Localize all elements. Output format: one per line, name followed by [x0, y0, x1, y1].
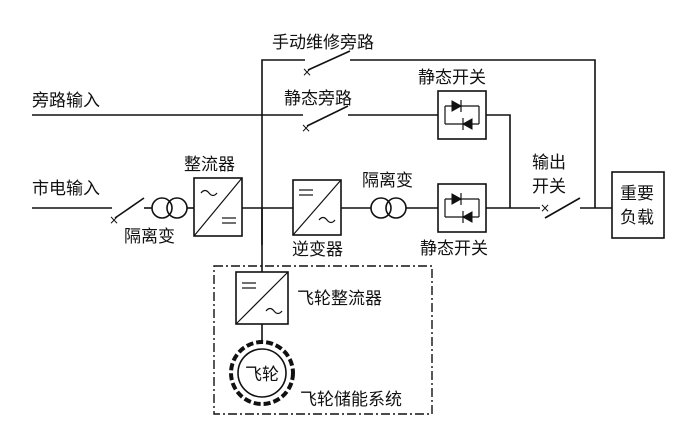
rectifier-block: 整流器	[184, 155, 243, 237]
isolation-transformer-left: 隔离变	[124, 197, 194, 247]
switch-mark-output: ×	[540, 201, 550, 215]
inverter-block: 逆变器	[292, 179, 343, 260]
load-label-1: 重要	[620, 184, 654, 204]
isolation-transformer-left-label: 隔离变	[124, 227, 175, 247]
bypass-input-label: 旁路输入	[32, 91, 100, 111]
static-bypass-label: 静态旁路	[284, 89, 352, 109]
switch-mark-mains: ×	[109, 213, 119, 227]
static-switch-top-label: 静态开关	[418, 68, 486, 88]
inverter-label: 逆变器	[292, 240, 343, 260]
output-switch: × 输出 开关	[486, 153, 612, 219]
flywheel-unit: 飞轮 飞轮储能系统	[229, 340, 402, 410]
output-switch-label-1: 输出	[532, 153, 566, 173]
flywheel-rectifier-label: 飞轮整流器	[297, 289, 382, 309]
flywheel-system-boundary	[213, 265, 433, 415]
output-switch-label-2: 开关	[532, 177, 566, 197]
rectifier-label: 整流器	[184, 155, 235, 175]
static-switch-top-out	[486, 114, 511, 208]
bypass-input-line: 旁路输入 静态旁路 ×	[32, 89, 438, 135]
flywheel-rectifier-block: 飞轮整流器	[235, 271, 382, 325]
flywheel-system-label: 飞轮储能系统	[300, 390, 402, 410]
isolation-transformer-right-label: 隔离变	[362, 171, 413, 191]
isolation-transformer-right: 隔离变	[362, 171, 438, 219]
manual-bypass-line: 手动维修旁路 ×	[261, 33, 596, 245]
flywheel-label: 飞轮	[245, 365, 279, 385]
critical-load: 重要 负载	[611, 171, 665, 239]
load-label-2: 负载	[620, 208, 654, 228]
mains-input-label: 市电输入	[32, 179, 100, 199]
switch-mark-manual: ×	[302, 65, 312, 79]
static-switch-bottom: 静态开关	[420, 183, 488, 259]
manual-bypass-label: 手动维修旁路	[272, 33, 374, 53]
mains-input-line: 市电输入 ×	[32, 179, 152, 227]
switch-mark-bypass: ×	[301, 121, 311, 135]
static-switch-top: 静态开关	[418, 68, 487, 140]
static-switch-bottom-label: 静态开关	[420, 239, 488, 259]
